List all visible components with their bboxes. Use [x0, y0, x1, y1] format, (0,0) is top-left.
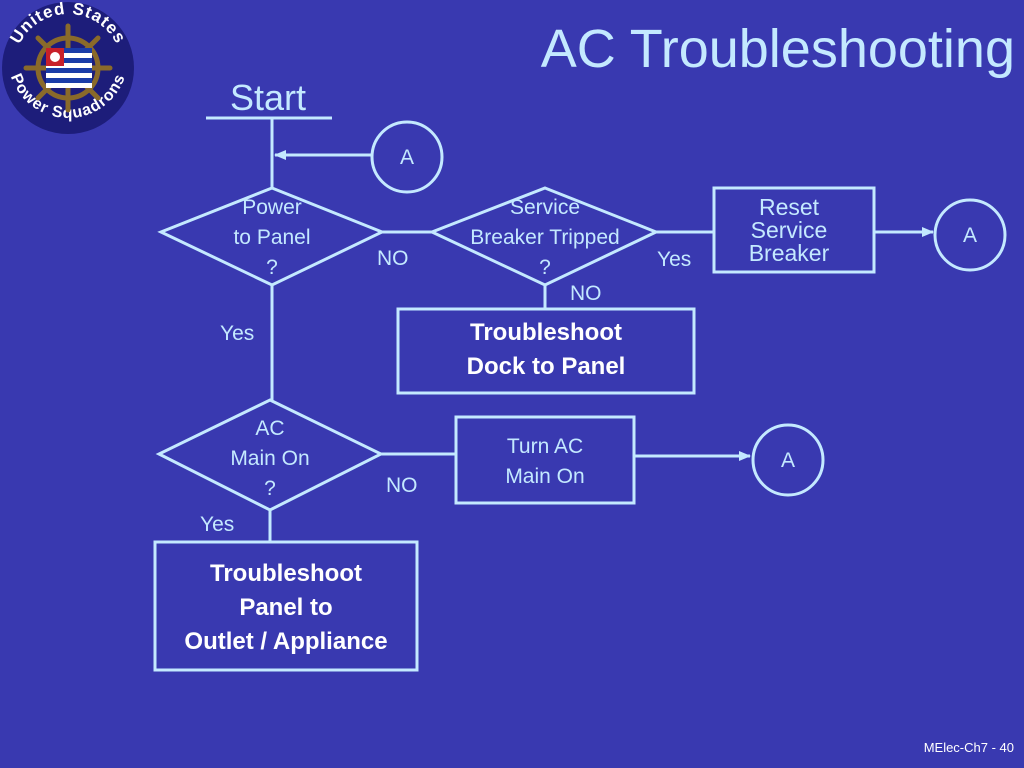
connector-a-lower-label: A: [780, 449, 795, 472]
box-reset-text: Reset Service Breaker: [714, 196, 864, 265]
box-turn-ac-main-on: [454, 415, 636, 505]
decision-ac-text: AC Main On ?: [190, 414, 350, 504]
box-reset-breaker: [712, 186, 876, 274]
decision-ac-line1: AC: [255, 417, 285, 440]
box-dock-text: Troubleshoot Dock to Panel: [398, 316, 694, 384]
box-reset-line1: Reset: [758, 194, 820, 220]
slide-footer: MElec-Ch7 - 40: [923, 740, 1014, 755]
slide-title: AC Troubleshooting: [540, 19, 1015, 79]
connector-a-right-label: A: [962, 224, 977, 247]
box-dock-line1: Troubleshoot: [470, 319, 622, 346]
decision-power-text: Power to Panel ?: [192, 193, 352, 283]
label-no-ac: NO: [386, 474, 418, 497]
label-yes-breaker: Yes: [657, 248, 692, 271]
box-troubleshoot-panel: [153, 540, 419, 672]
decision-breaker-line1: Service: [509, 196, 581, 219]
box-panel-line2: Panel to: [239, 594, 333, 621]
connector-a-lower: [751, 423, 825, 497]
decision-breaker-text: Service Breaker Tripped ?: [440, 193, 650, 283]
box-troubleshoot-dock: [396, 307, 696, 395]
usps-logo: United States Power Squadrons: [2, 0, 134, 134]
connector-a-top-label: A: [399, 146, 414, 169]
label-no-power: NO: [377, 247, 409, 270]
box-turn-ac-line1: Turn AC: [506, 435, 584, 458]
box-turn-ac-line2: Main On: [505, 465, 585, 488]
box-reset-line2: Service: [750, 217, 828, 243]
box-panel-line1: Troubleshoot: [210, 560, 362, 587]
box-dock-line2: Dock to Panel: [466, 353, 626, 380]
connector-a-right: [933, 198, 1007, 272]
decision-breaker-line3: ?: [539, 256, 551, 279]
decision-ac-line2: Main On: [230, 447, 310, 470]
decision-power-line3: ?: [266, 256, 278, 279]
box-panel-line3: Outlet / Appliance: [184, 628, 388, 655]
label-no-breaker: NO: [570, 282, 602, 305]
decision-breaker-line2: Breaker Tripped: [470, 226, 620, 249]
box-reset-line3: Breaker: [748, 240, 830, 266]
decision-power-line1: Power: [242, 196, 302, 219]
start-label: Start: [230, 77, 307, 118]
decision-ac-line3: ?: [264, 477, 276, 500]
box-panel-text: Troubleshoot Panel to Outlet / Appliance: [155, 557, 417, 659]
label-yes-power: Yes: [220, 322, 255, 345]
connector-a-top: [370, 120, 444, 194]
decision-power-line2: to Panel: [233, 226, 311, 249]
label-yes-ac: Yes: [200, 513, 235, 536]
box-turn-ac-text: Turn AC Main On: [456, 432, 634, 492]
